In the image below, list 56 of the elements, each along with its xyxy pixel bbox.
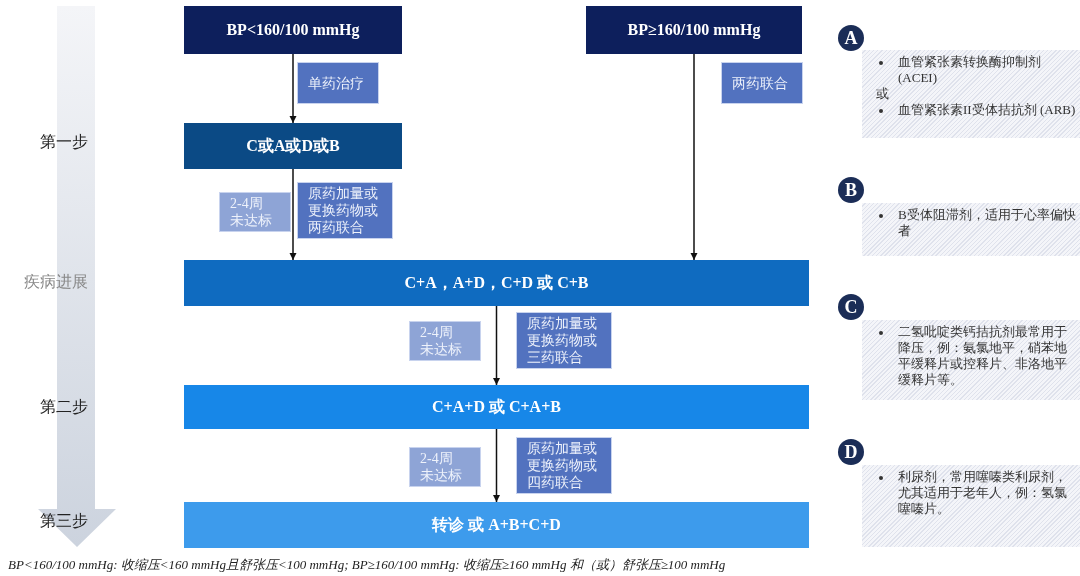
- description-panel: [862, 465, 1080, 547]
- description-panel: [862, 320, 1080, 400]
- note-box: [219, 192, 291, 232]
- note-text: 2-4周未达标: [420, 324, 463, 358]
- box-text: C+A，A+D，C+D 或 C+B: [404, 272, 589, 293]
- step-label: 第二步: [40, 397, 88, 417]
- letter-badge: [838, 25, 864, 51]
- note-text: 原药加量或更换药物或两药联合: [308, 185, 379, 236]
- note-box: [516, 437, 612, 494]
- process-box: [184, 502, 809, 548]
- process-box: [586, 6, 802, 54]
- step-label: 疾病进展: [24, 272, 88, 292]
- arrow: [289, 168, 297, 261]
- box-text: BP≥160/100 mmHg: [627, 21, 761, 39]
- badge-letter: D: [844, 441, 858, 463]
- note-box: [409, 447, 481, 487]
- bullet-item: 二氢吡啶类钙拮抗剂最常用于降压，例：氨氯地平，硝苯地平缓释片或控释片、非洛地平缓释片等。: [876, 324, 1076, 388]
- box-text: BP<160/100 mmHg: [226, 21, 360, 39]
- note-text: 单药治疗: [308, 74, 365, 92]
- arrow: [492, 428, 501, 503]
- badge-letter: C: [844, 296, 858, 318]
- note-text: 两药联合: [732, 74, 789, 92]
- box-text: 转诊 或 A+B+C+D: [432, 514, 561, 535]
- arrow: [289, 53, 297, 124]
- note-text: 原药加量或更换药物或三药联合: [527, 315, 598, 366]
- step-label: 第一步: [40, 132, 88, 152]
- process-box: [184, 385, 809, 429]
- bullet-item: B受体阻滞剂，适用于心率偏快者: [876, 207, 1076, 239]
- arrow: [492, 305, 501, 386]
- note-text: 2-4周未达标: [420, 450, 463, 484]
- connector-word: 或: [876, 86, 890, 102]
- letter-badge: [838, 177, 864, 203]
- note-box: [297, 182, 393, 239]
- note-text: 原药加量或更换药物或四药联合: [527, 440, 598, 491]
- caption: BP<160/100 mmHg: 收缩压<160 mmHg且舒张压<100 mmHg; BP≥160/100 mmHg: 收缩压≥160 mmHg 和（或）舒张压≥100 mmHg: [8, 556, 726, 574]
- step-label: 第三步: [40, 511, 88, 531]
- note-box: [409, 321, 481, 361]
- badge-letter: B: [845, 179, 857, 201]
- box-text: C+A+D 或 C+A+B: [432, 396, 561, 417]
- process-box: [184, 123, 402, 169]
- process-box: [184, 6, 402, 54]
- description-panel: [862, 203, 1080, 256]
- arrow: [690, 53, 698, 261]
- badge-letter: A: [844, 27, 858, 49]
- note-box: [721, 62, 803, 104]
- note-box: [516, 312, 612, 369]
- bullet-item: 血管紧张素转换酶抑制剂 (ACEI): [876, 54, 1076, 86]
- description-panel: [862, 50, 1080, 138]
- bullet-item: 利尿剂，常用噻嗪类利尿剂，尤其适用于老年人，例：氢氯噻嗪片。: [876, 469, 1076, 517]
- note-text: 2-4周未达标: [230, 195, 273, 229]
- box-text: C或A或D或B: [246, 135, 340, 156]
- letter-badge: [838, 294, 864, 320]
- process-box: [184, 260, 809, 306]
- letter-badge: [838, 439, 864, 465]
- bullet-item: 血管紧张素II受体拮抗剂 (ARB): [876, 102, 1076, 118]
- note-box: [297, 62, 379, 104]
